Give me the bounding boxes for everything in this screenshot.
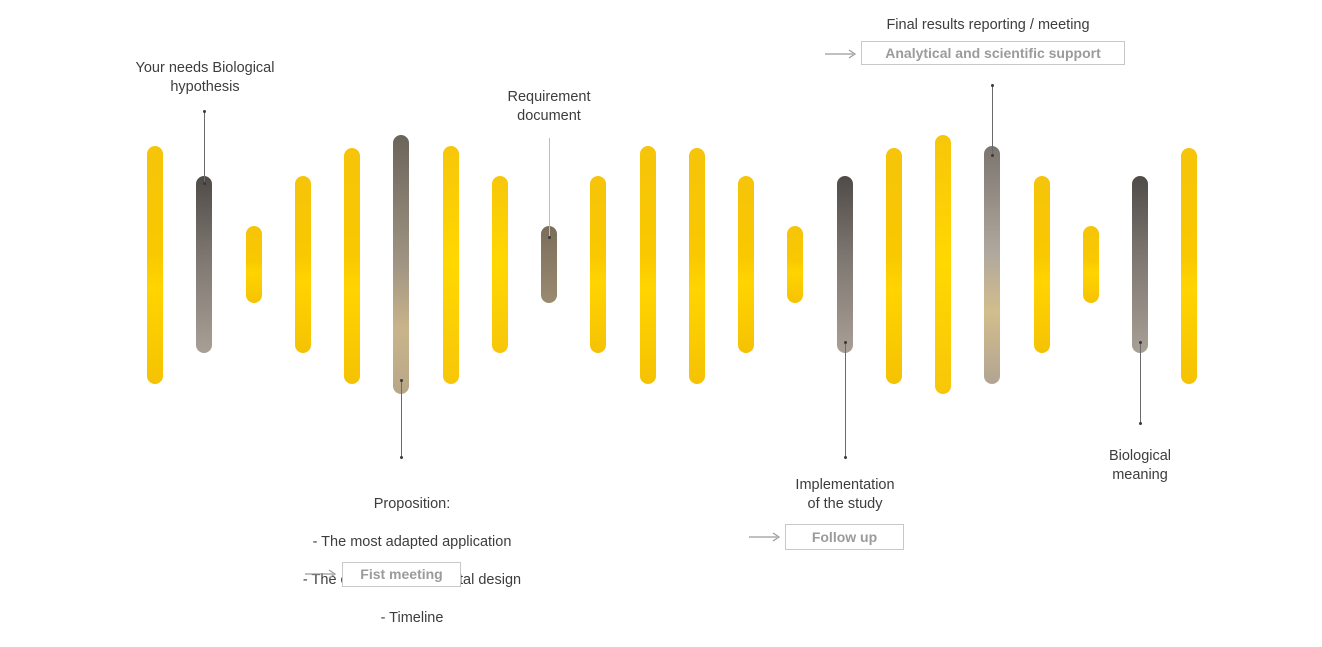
connector-line bbox=[992, 86, 993, 156]
label-requirement: Requirement document bbox=[507, 89, 591, 124]
bar-gold bbox=[1083, 226, 1099, 303]
connector-dot bbox=[202, 182, 206, 185]
bar-gold bbox=[787, 226, 803, 303]
connector-dot bbox=[202, 110, 206, 113]
bar-meaning bbox=[1132, 176, 1148, 353]
proposition-item: - The most adapted application bbox=[312, 534, 512, 550]
bar-requirement bbox=[541, 226, 557, 303]
connector-dot bbox=[990, 84, 994, 87]
bar-gold bbox=[492, 176, 508, 353]
bar-gold bbox=[935, 135, 951, 394]
right-arrow-icon bbox=[749, 532, 781, 542]
bar-gold bbox=[344, 148, 360, 384]
right-arrow-icon bbox=[825, 49, 857, 59]
bar-gold bbox=[738, 176, 754, 353]
bar-implementation bbox=[837, 176, 853, 353]
connector-dot bbox=[1138, 422, 1142, 425]
connector-line bbox=[845, 342, 846, 458]
connector-line bbox=[1140, 342, 1141, 424]
connector-dot bbox=[399, 379, 403, 382]
bar-gold bbox=[147, 146, 163, 384]
connector-line bbox=[204, 112, 205, 184]
connector-dot bbox=[547, 236, 551, 239]
connector-dot bbox=[990, 154, 994, 157]
bar-gold bbox=[1181, 148, 1197, 384]
connector-line bbox=[401, 380, 402, 458]
label-implementation: Implementation of the study bbox=[795, 477, 895, 512]
bar-final bbox=[984, 146, 1000, 384]
bar-gold bbox=[443, 146, 459, 384]
connector-dot bbox=[843, 341, 847, 344]
bar-gold bbox=[295, 176, 311, 353]
label-final: Final results reporting / meeting bbox=[886, 17, 1090, 33]
bar-gold bbox=[886, 148, 902, 384]
bar-proposition bbox=[393, 135, 409, 394]
tag-analytical-support: Analytical and scientific support bbox=[861, 41, 1125, 65]
tag-first-meeting: Fist meeting bbox=[342, 562, 461, 587]
bar-gold bbox=[1034, 176, 1050, 353]
connector-dot bbox=[1138, 341, 1142, 344]
process-diagram: Your needs Biological hypothesis Require… bbox=[135, 17, 1197, 626]
bar-gold bbox=[246, 226, 262, 303]
right-arrow-icon bbox=[305, 569, 337, 579]
connector-dot bbox=[399, 456, 403, 459]
label-meaning: Biological meaning bbox=[1108, 448, 1172, 483]
connector-line bbox=[549, 138, 550, 238]
bar-gold bbox=[689, 148, 705, 384]
bar-gold bbox=[640, 146, 656, 384]
bar-gold bbox=[590, 176, 606, 353]
proposition-item: - Timeline bbox=[380, 610, 444, 626]
proposition-title: Proposition: bbox=[373, 496, 451, 512]
connector-dot bbox=[843, 456, 847, 459]
bar-needs bbox=[196, 176, 212, 353]
label-needs: Your needs Biological hypothesis bbox=[135, 60, 275, 95]
tag-follow-up: Follow up bbox=[785, 524, 904, 550]
